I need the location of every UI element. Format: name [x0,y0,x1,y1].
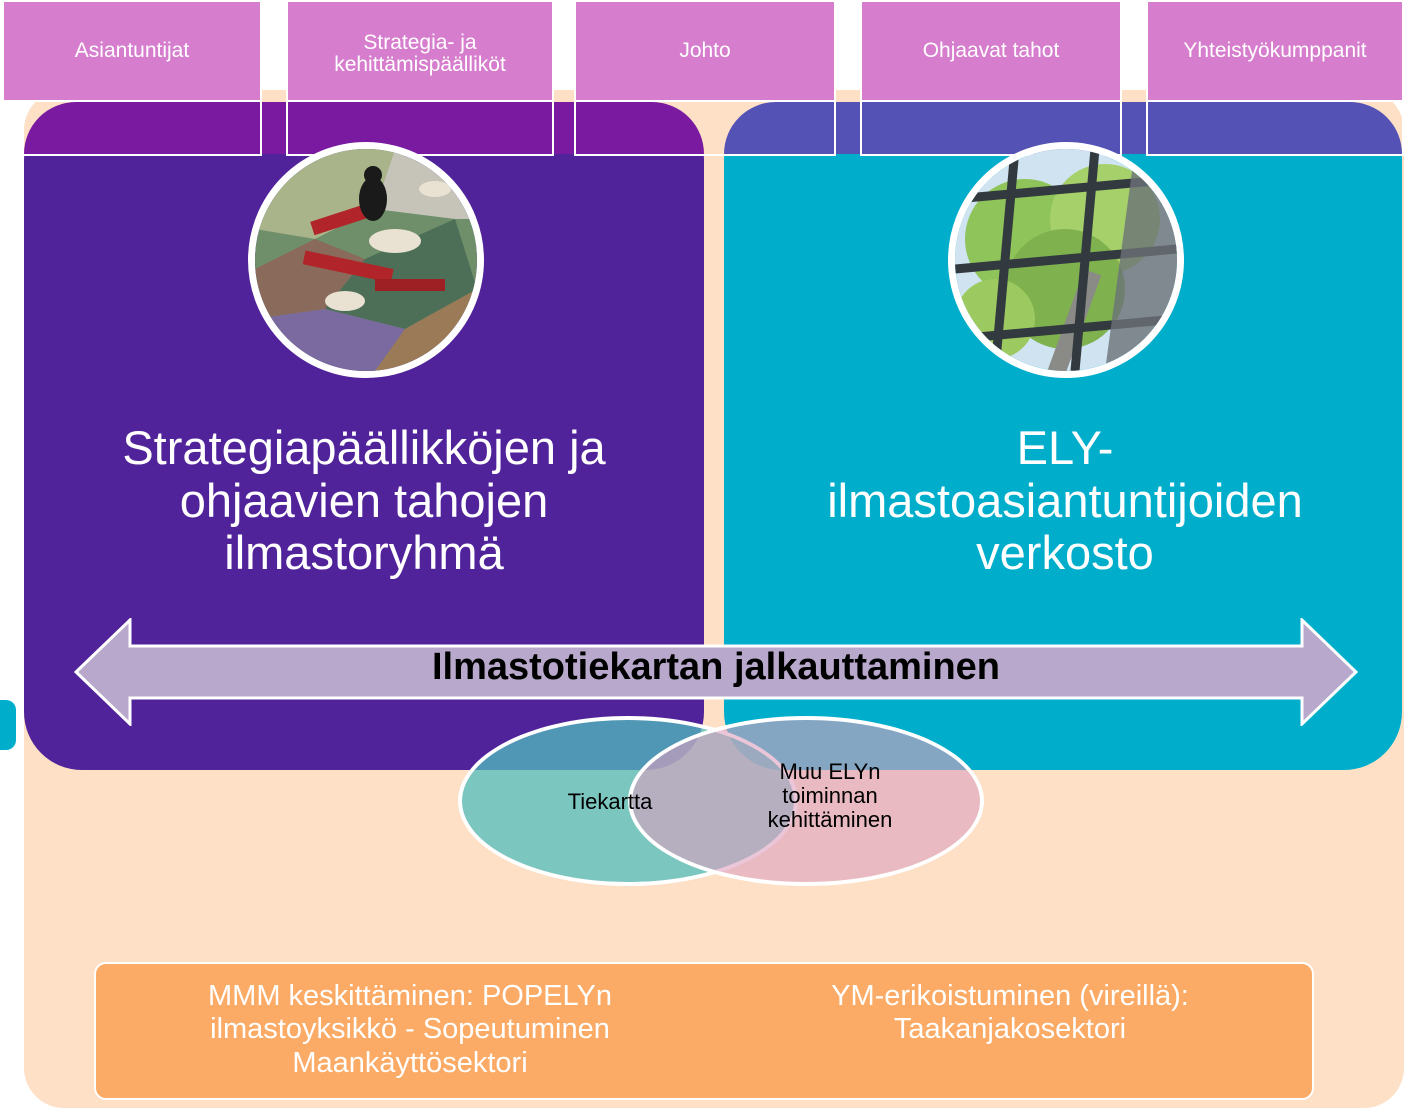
tab-asiantuntijat-lower [2,100,262,156]
tab-strategia: Strategia- ja kehittämispäälliköt [286,0,554,102]
window-tree-illustration [955,149,1177,371]
right-group-title: ELY-ilmastoasiantuntijoiden verkosto [827,421,1303,580]
bottom-left-text: MMM keskittäminen: POPELYn ilmastoyksikk… [208,980,612,1079]
tab-johto-lower [574,100,836,156]
bottom-right-text: YM-erikoistuminen (vireillä): Taakanjako… [831,980,1189,1046]
board-game-illustration [255,149,477,371]
tab-johto: Johto [574,0,836,102]
tab-label: Ohjaavat tahot [922,38,1060,62]
tab-yhteistyokumppanit: Yhteistyökumppanit [1146,0,1404,102]
arrow-label: Ilmastotiekartan jalkauttaminen [431,646,1001,688]
tab-label: Strategia- ja kehittämispäälliköt [334,30,506,76]
tab-ohjaavat-tahot-lower [860,100,1122,156]
tab-ohjaavat-tahot: Ohjaavat tahot [860,0,1122,102]
tab-asiantuntijat: Asiantuntijat [2,0,262,102]
tab-yhteistyokumppanit-lower [1146,100,1404,156]
left-group-title: Strategiapäällikköjen ja ohjaavien tahoj… [122,421,606,580]
bottom-info-box [94,962,1314,1100]
tab-label: Asiantuntijat [74,38,190,62]
left-edge-accent [0,700,16,750]
venn-label-tiekartta: Tiekartta [567,789,653,814]
tab-label: Yhteistyökumppanit [1183,38,1367,62]
venn-label-muu-toiminta: Muu ELYn toiminnan kehittäminen [767,759,893,832]
double-arrow [74,618,1358,726]
window-tree-photo [948,142,1184,378]
venn-circle-muu-toiminta [628,716,984,886]
tab-label: Johto [679,38,731,62]
board-game-photo [248,142,484,378]
